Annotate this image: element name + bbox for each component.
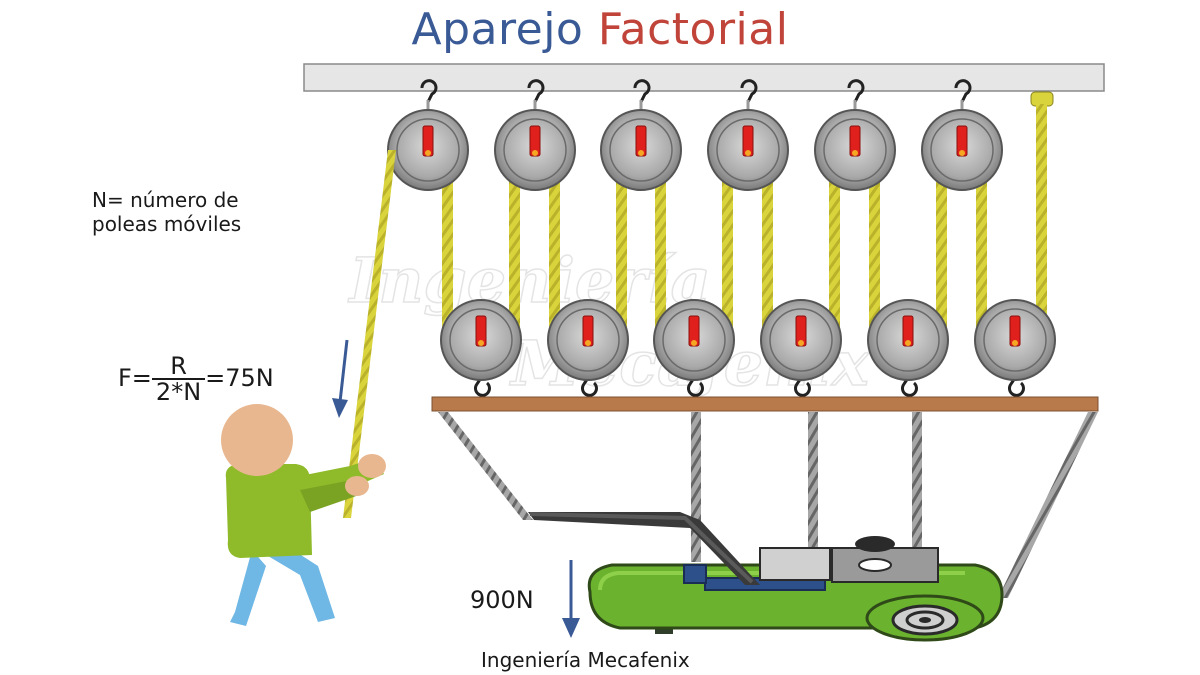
formula-result: =75N — [205, 364, 274, 392]
fixed-pulley-icon — [494, 79, 576, 191]
formula-denominator: 2*N — [155, 378, 202, 406]
rope-segment — [442, 160, 453, 340]
compressor-icon — [528, 512, 1004, 642]
diagram-title: Aparejo Factorial — [0, 4, 1200, 55]
fixed-pulley-icon — [814, 79, 896, 191]
rope-segment — [976, 160, 987, 340]
movable-pulley-icon — [653, 299, 735, 397]
movable-pulleys — [440, 299, 1056, 397]
definition-line-1: N= número de — [92, 188, 239, 212]
rope-segment — [869, 160, 880, 340]
fixed-pulley-icon — [707, 79, 789, 191]
load-weight-label: 900N — [470, 586, 534, 614]
movable-pulley-icon — [867, 299, 949, 397]
rope-segment — [509, 160, 520, 340]
rope — [442, 104, 1047, 340]
lifting-beam — [431, 396, 1099, 412]
ceiling-beam — [303, 63, 1105, 92]
fixed-pulleys — [387, 79, 1003, 191]
down-arrow-icon — [332, 339, 349, 418]
title-word-1: Aparejo — [411, 4, 584, 55]
compressor-wheel — [865, 594, 985, 642]
suspension-chains — [438, 412, 1098, 598]
rope-segment — [549, 160, 560, 340]
movable-pulley-icon — [760, 299, 842, 397]
person-icon — [221, 150, 396, 626]
rope-segment — [829, 160, 840, 340]
load-arrow-icon — [562, 560, 580, 638]
title-word-2: Factorial — [597, 4, 789, 55]
rope-segment — [616, 160, 627, 340]
fixed-pulley-icon — [921, 79, 1003, 191]
rope-anchor-icon — [1030, 91, 1054, 107]
credit-text: Ingeniería Mecafenix — [481, 648, 690, 672]
rope-segment — [655, 160, 666, 340]
rope-segment — [936, 160, 947, 340]
movable-pulley-icon — [440, 299, 522, 397]
rope-segment — [722, 160, 733, 340]
formula-numerator: R — [151, 354, 206, 380]
pull-rope — [343, 150, 396, 518]
movable-pulleys-definition: N= número de poleas móviles — [92, 188, 241, 236]
definition-line-2: poleas móviles — [92, 212, 242, 236]
rope-segment — [1036, 104, 1047, 340]
watermark-line-1: Ingeniería — [347, 244, 710, 317]
movable-pulley-icon — [547, 299, 629, 397]
fixed-pulley-icon — [600, 79, 682, 191]
rope-segment — [762, 160, 773, 340]
formula-lhs: F= — [118, 364, 152, 392]
movable-pulley-icon — [974, 299, 1056, 397]
fixed-pulley-icon — [387, 79, 469, 191]
